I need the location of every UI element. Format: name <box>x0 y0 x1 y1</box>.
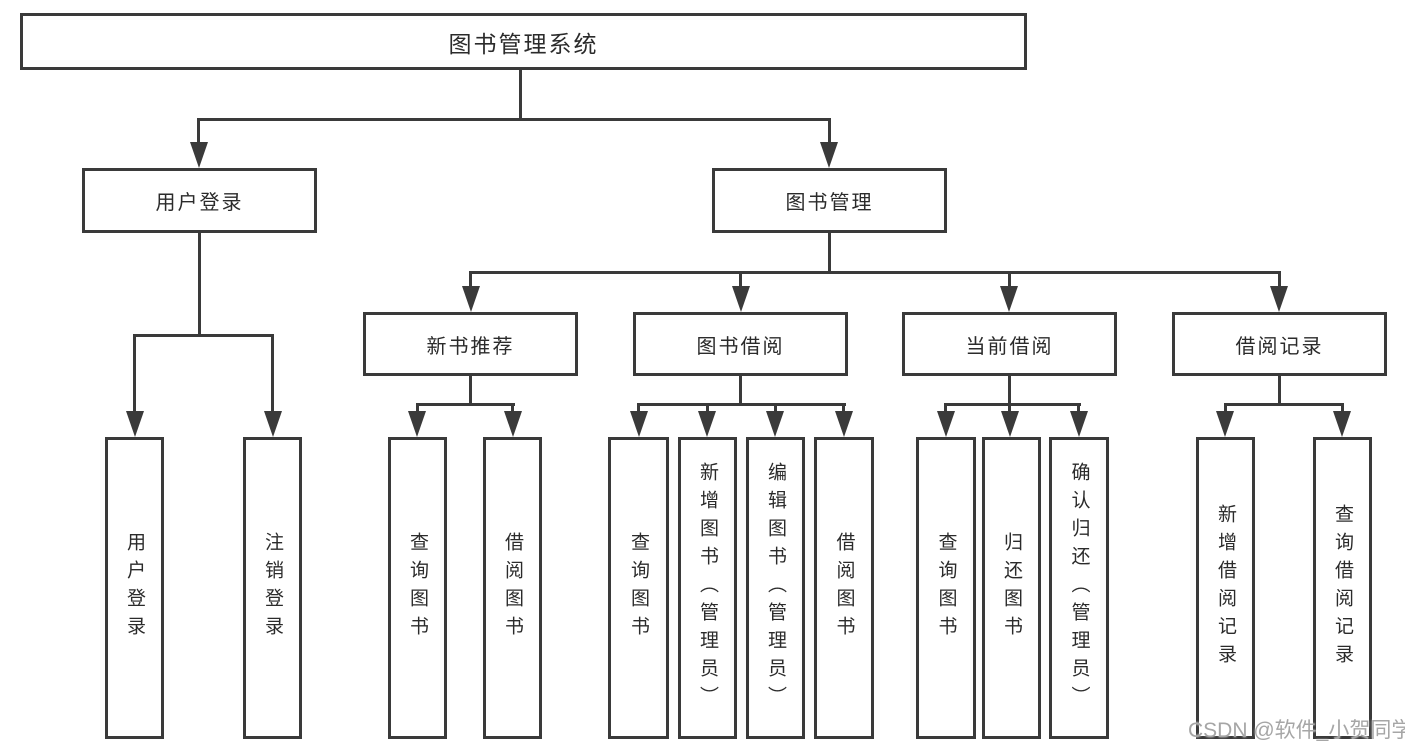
arrowhead-icon <box>1333 411 1351 437</box>
leaf-add-borrow-record: 新增借阅记录 <box>1196 437 1255 739</box>
arrowhead-icon <box>732 286 750 312</box>
connector-line <box>1278 376 1281 406</box>
arrowhead-icon <box>937 411 955 437</box>
node-label: 图书借阅 <box>696 335 785 358</box>
node-borrow-record: 借阅记录 <box>1172 312 1387 376</box>
leaf-query-book-3: 查询图书 <box>916 437 976 739</box>
leaf-label: 注销登录 <box>262 532 283 644</box>
csdn-watermark: CSDN @软件_小贺同学 <box>1188 719 1405 742</box>
connector-line <box>1008 376 1011 406</box>
leaf-label: 借阅图书 <box>833 532 855 644</box>
arrowhead-icon <box>1001 411 1019 437</box>
node-new-book-recommend: 新书推荐 <box>363 312 578 376</box>
arrowhead-icon <box>835 411 853 437</box>
connector-line <box>197 118 831 121</box>
leaf-query-book-1: 查询图书 <box>388 437 447 739</box>
node-label: 当前借阅 <box>965 335 1054 358</box>
node-label: 用户登录 <box>155 192 244 214</box>
arrowhead-icon <box>766 411 784 437</box>
connector-line <box>842 403 845 412</box>
arrowhead-icon <box>1270 286 1288 312</box>
arrowhead-icon <box>1000 286 1018 312</box>
leaf-label: 查询图书 <box>628 532 649 644</box>
connector-line <box>469 376 472 406</box>
connector-line <box>133 334 136 412</box>
connector-line <box>469 271 472 289</box>
leaf-label: 用户登录 <box>124 532 145 644</box>
leaf-edit-book-admin: 编辑图书（管理员） <box>746 437 805 739</box>
node-root-library-system: 图书管理系统 <box>20 13 1027 70</box>
node-label: 借阅记录 <box>1235 335 1324 358</box>
connector-line <box>1008 403 1011 412</box>
node-label: 新书推荐 <box>426 335 515 358</box>
connector-line <box>637 403 640 412</box>
arrowhead-icon <box>504 411 522 437</box>
connector-line <box>739 376 742 406</box>
leaf-label: 归还图书 <box>1001 532 1022 644</box>
arrowhead-icon <box>698 411 716 437</box>
leaf-borrow-book-2: 借阅图书 <box>814 437 874 739</box>
connector-line <box>1341 403 1344 412</box>
connector-line <box>133 334 274 337</box>
arrowhead-icon <box>1070 411 1088 437</box>
connector-line <box>198 233 201 336</box>
leaf-add-book-admin: 新增图书（管理员） <box>678 437 737 739</box>
arrowhead-icon <box>264 411 282 437</box>
connector-line <box>469 271 1281 274</box>
leaf-query-borrow-record: 查询借阅记录 <box>1313 437 1372 739</box>
leaf-label: 新增图书（管理员） <box>697 462 718 714</box>
leaf-label: 确认归还（管理员） <box>1068 462 1090 714</box>
connector-line <box>706 403 709 412</box>
arrowhead-icon <box>1216 411 1234 437</box>
connector-line <box>944 403 1081 406</box>
node-label: 图书管理 <box>785 192 874 214</box>
connector-line <box>637 403 846 406</box>
leaf-return-book: 归还图书 <box>982 437 1041 739</box>
node-book-management: 图书管理 <box>712 168 947 233</box>
connector-line <box>1077 403 1080 412</box>
connector-line <box>1224 403 1344 406</box>
connector-line <box>416 403 419 412</box>
connector-line <box>511 403 514 412</box>
connector-line <box>828 118 831 144</box>
leaf-label: 编辑图书（管理员） <box>765 462 786 714</box>
arrowhead-icon <box>630 411 648 437</box>
connector-line <box>271 334 274 412</box>
leaf-borrow-book-1: 借阅图书 <box>483 437 542 739</box>
leaf-confirm-return-admin: 确认归还（管理员） <box>1049 437 1109 739</box>
leaf-label: 借阅图书 <box>502 532 523 644</box>
connector-line <box>774 403 777 412</box>
leaf-user-login: 用户登录 <box>105 437 164 739</box>
node-book-borrow: 图书借阅 <box>633 312 848 376</box>
connector-line <box>1278 271 1281 289</box>
arrowhead-icon <box>820 142 838 168</box>
connector-line <box>739 271 742 289</box>
connector-line <box>519 70 522 120</box>
leaf-label: 查询图书 <box>935 532 957 644</box>
leaf-logout: 注销登录 <box>243 437 302 739</box>
leaf-label: 新增借阅记录 <box>1215 504 1236 672</box>
connector-line <box>416 403 515 406</box>
connector-line <box>828 233 831 274</box>
arrowhead-icon <box>126 411 144 437</box>
node-user-login: 用户登录 <box>82 168 317 233</box>
connector-line <box>944 403 947 412</box>
arrowhead-icon <box>408 411 426 437</box>
node-current-borrow: 当前借阅 <box>902 312 1117 376</box>
connector-line <box>1008 271 1011 289</box>
leaf-label: 查询图书 <box>407 532 428 644</box>
connector-line <box>1224 403 1227 412</box>
arrowhead-icon <box>462 286 480 312</box>
connector-line <box>197 118 200 144</box>
node-label: 图书管理系统 <box>448 30 599 57</box>
leaf-label: 查询借阅记录 <box>1332 504 1353 672</box>
leaf-query-book-2: 查询图书 <box>608 437 669 739</box>
arrowhead-icon <box>190 142 208 168</box>
